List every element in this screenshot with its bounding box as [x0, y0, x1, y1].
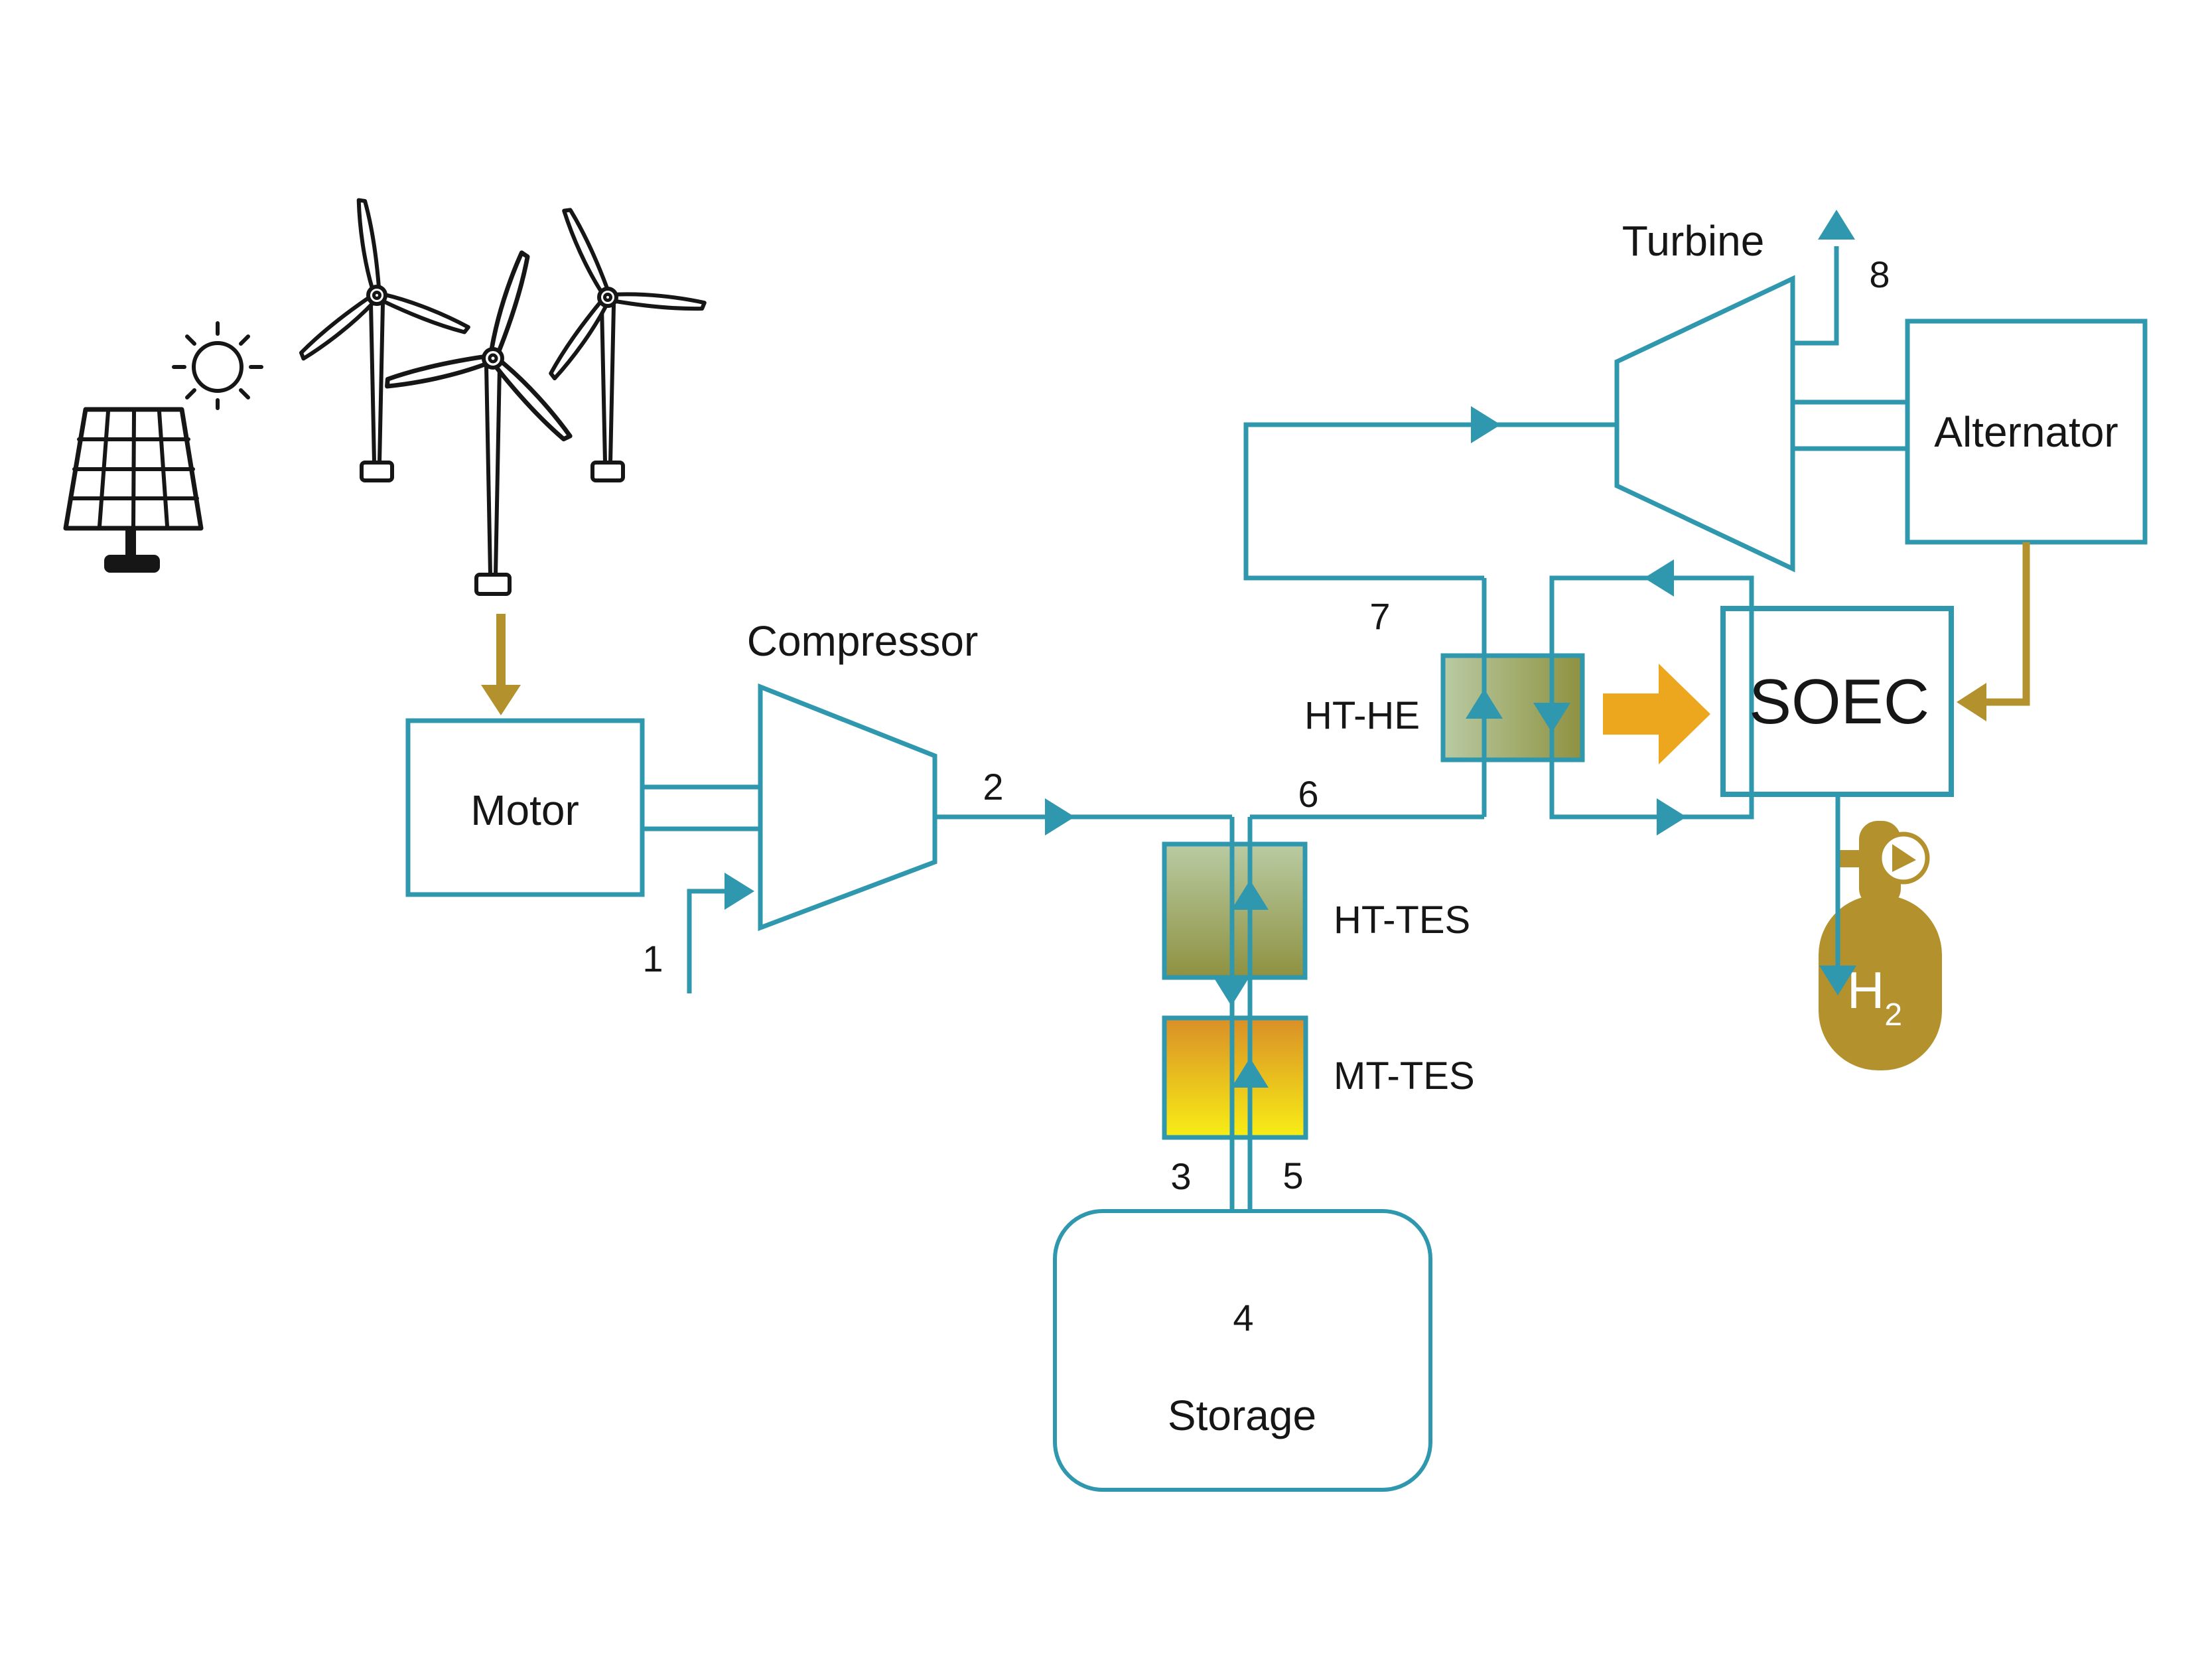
- stream-5-label: 5: [1282, 1155, 1303, 1196]
- h2-label: H2: [1847, 961, 1902, 1033]
- stream-1-line: [687, 889, 730, 993]
- stream-6-label: 6: [1298, 773, 1318, 815]
- h2-tank-icon: H2: [1819, 821, 1942, 1070]
- stream-7-line: [1243, 422, 1617, 581]
- stream-7-label: 7: [1369, 595, 1390, 637]
- compressor-shape: [758, 683, 937, 932]
- solar-panel-icon: [63, 407, 204, 573]
- storage-label: Storage: [1168, 1392, 1316, 1439]
- stream-8-arrowhead: [1818, 210, 1855, 240]
- labels: Motor Compressor Turbine Alternator SOEC…: [470, 217, 2118, 1439]
- electric-feed-line: [1957, 542, 2030, 721]
- ht-he-label: HT-HE: [1304, 694, 1420, 737]
- ht-tes-label: HT-TES: [1334, 899, 1470, 942]
- h2-down-arrowhead: [1819, 966, 1856, 995]
- storage-tank: [1053, 1209, 1432, 1492]
- soec-label: SOEC: [1749, 666, 1929, 737]
- ht-he-down-arrowhead: [1533, 703, 1570, 733]
- ht-tes-up-arrowhead: [1231, 880, 1269, 910]
- electric-feed-arrowhead: [1957, 683, 1986, 721]
- stream-3-label: 3: [1170, 1155, 1191, 1197]
- heat-flow-arrow: [1603, 664, 1710, 764]
- pipes: [642, 246, 1907, 1211]
- stream-1-label: 1: [642, 938, 663, 979]
- stream-7-arrowhead: [1471, 406, 1501, 443]
- loop-supply-arrowhead: [1657, 798, 1687, 835]
- ht-he-up-arrowhead: [1466, 689, 1503, 719]
- tes-down-arrowhead: [1213, 976, 1250, 1006]
- flow-arrows: [725, 210, 1856, 1088]
- stream-1-arrowhead: [725, 873, 754, 910]
- stream-8-label: 8: [1869, 253, 1890, 295]
- compressor-label: Compressor: [747, 617, 979, 665]
- stream-8-line: [1793, 246, 1839, 346]
- turbine-shape: [1614, 275, 1795, 573]
- ht-tes-box: [1162, 841, 1308, 980]
- power-arrow-icon: [481, 614, 521, 715]
- wind-turbine-icon: [487, 173, 709, 482]
- stream-2-label: 2: [983, 766, 1003, 808]
- motor-box: [405, 718, 645, 897]
- turbine-label: Turbine: [1622, 217, 1765, 265]
- mt-tes-box: [1162, 1015, 1308, 1140]
- loop-return-arrowhead: [1644, 559, 1674, 597]
- alternator-label: Alternator: [1934, 408, 2118, 456]
- wind-turbine-icon: [381, 226, 617, 596]
- soec-box: [1720, 606, 1954, 797]
- wind-turbine-icon: [275, 185, 472, 482]
- stream-4-label: 4: [1233, 1297, 1253, 1338]
- stream-2-arrowhead: [1045, 798, 1075, 835]
- mt-tes-up-arrowhead: [1231, 1058, 1269, 1088]
- mt-tes-label: MT-TES: [1334, 1054, 1475, 1098]
- alternator-box: [1905, 319, 2148, 545]
- sun-icon: [172, 321, 263, 410]
- motor-label: Motor: [470, 786, 579, 834]
